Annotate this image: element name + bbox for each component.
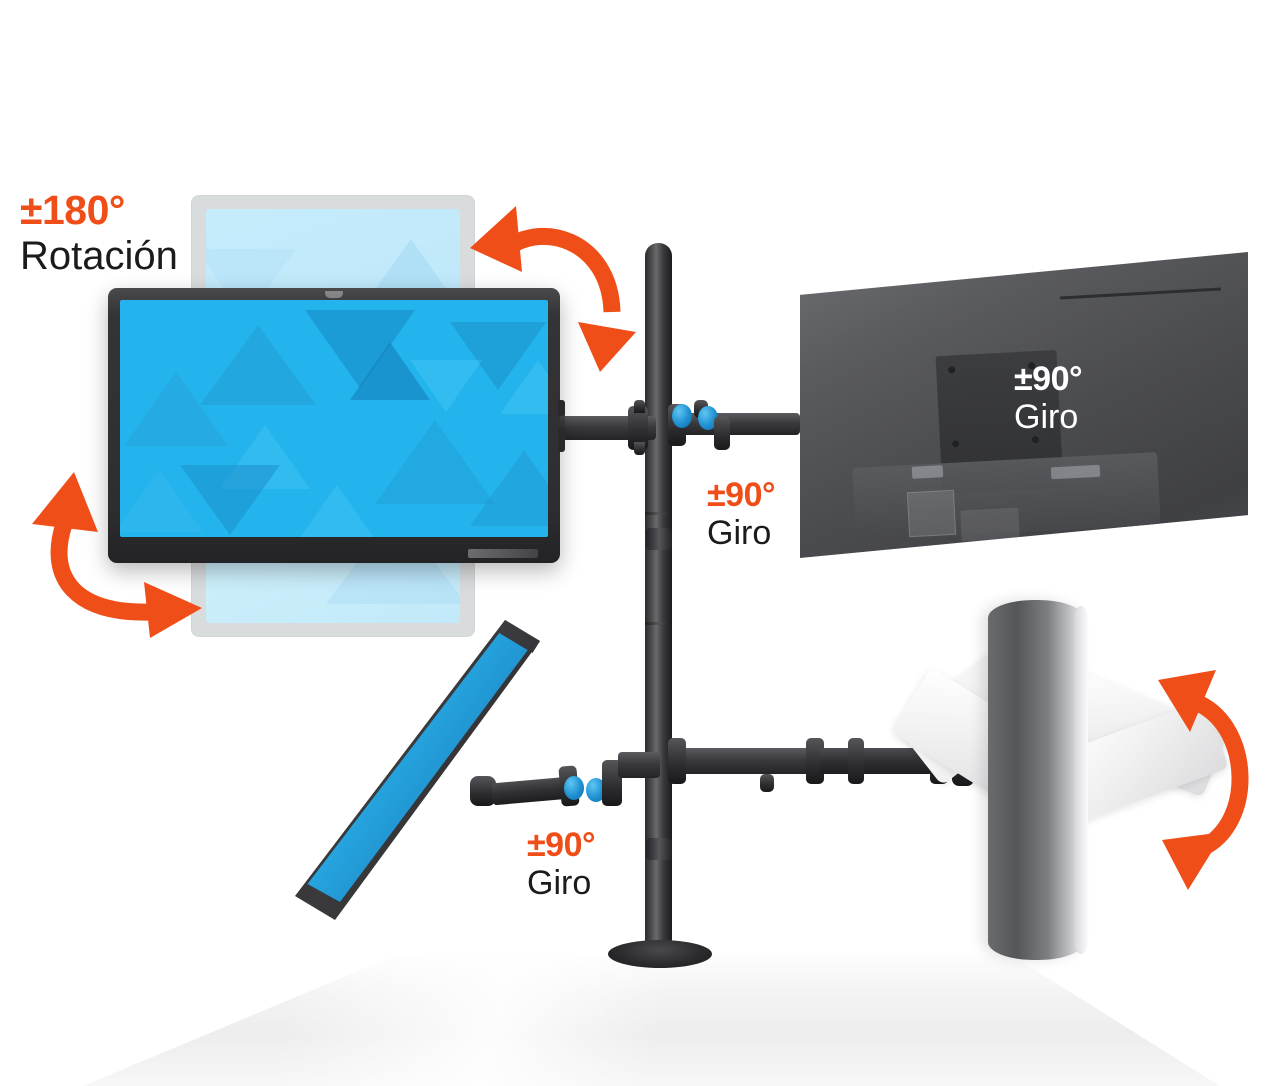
label-rotation: ±180° Rotación bbox=[20, 187, 178, 278]
adjust-knob-upper-right-2[interactable] bbox=[698, 406, 718, 430]
label-swivel-bottom: ±90° Giro bbox=[527, 826, 596, 902]
label-rotation-word: Rotación bbox=[20, 234, 178, 278]
main-monitor-front bbox=[108, 288, 565, 563]
arm-bottom-left-inner bbox=[618, 752, 660, 778]
arm-joint-upper-right-b bbox=[714, 416, 730, 450]
monitor-port-bay bbox=[960, 507, 1021, 542]
pole-clip bbox=[646, 528, 672, 550]
adjust-knob-bottom-left-1[interactable] bbox=[564, 776, 584, 800]
monitor-side-button-b[interactable] bbox=[558, 428, 565, 452]
monitor-side-button[interactable] bbox=[558, 400, 565, 416]
desk-sheen bbox=[83, 955, 1220, 1086]
label-swivel-center-degrees: ±90° bbox=[707, 476, 776, 514]
pole-base bbox=[608, 940, 712, 968]
tilt-arrow-right bbox=[1158, 670, 1249, 890]
monitor-port bbox=[911, 465, 944, 480]
label-swivel-right-degrees: ±90° bbox=[1014, 360, 1083, 398]
arm-stub-bottom-right bbox=[760, 774, 774, 792]
webcam-notch bbox=[325, 291, 343, 298]
desk-surface bbox=[60, 955, 1220, 1086]
rotation-arrow-top bbox=[470, 206, 636, 372]
rotation-arrow-left bbox=[32, 472, 202, 638]
bottom-left-monitor bbox=[290, 620, 540, 920]
arm-joint-bottom-right-a bbox=[668, 738, 686, 784]
arm-joint-bottom-right-c bbox=[848, 738, 864, 784]
monitor-spec-label bbox=[906, 489, 956, 537]
arm-bottom-right-seg1 bbox=[676, 748, 812, 774]
bottom-right-monitor-edge bbox=[1074, 606, 1088, 954]
main-monitor-screen bbox=[120, 300, 548, 537]
arm-cap-upper-left-b bbox=[634, 442, 645, 455]
adjust-knob-bottom-left-2[interactable] bbox=[586, 778, 606, 802]
arm-joint-bottom-left-b bbox=[602, 760, 622, 806]
arm-cap-upper-left bbox=[634, 400, 645, 413]
right-monitor-back bbox=[800, 252, 1248, 558]
label-rotation-degrees: ±180° bbox=[20, 187, 125, 233]
label-swivel-bottom-degrees: ±90° bbox=[527, 826, 596, 864]
label-swivel-bottom-word: Giro bbox=[527, 864, 592, 902]
label-swivel-center-word: Giro bbox=[707, 514, 772, 552]
arm-joint-bottom-right-b bbox=[806, 738, 824, 784]
pole-seam bbox=[645, 622, 672, 625]
pole-seam bbox=[645, 512, 672, 515]
bottom-left-monitor-screen bbox=[307, 632, 530, 902]
monitor-brand-logo bbox=[468, 549, 538, 558]
monitor-vent-slot bbox=[1059, 287, 1222, 300]
adjust-knob-upper-right-1[interactable] bbox=[672, 404, 692, 428]
label-swivel-right: ±90° Giro bbox=[1014, 360, 1083, 436]
pole-clip bbox=[646, 838, 672, 860]
bottom-right-monitor-side bbox=[988, 600, 1084, 960]
arm-joint-upper-left-inner bbox=[628, 406, 648, 450]
label-swivel-center: ±90° Giro bbox=[707, 476, 776, 552]
label-swivel-right-word: Giro bbox=[1014, 398, 1079, 436]
